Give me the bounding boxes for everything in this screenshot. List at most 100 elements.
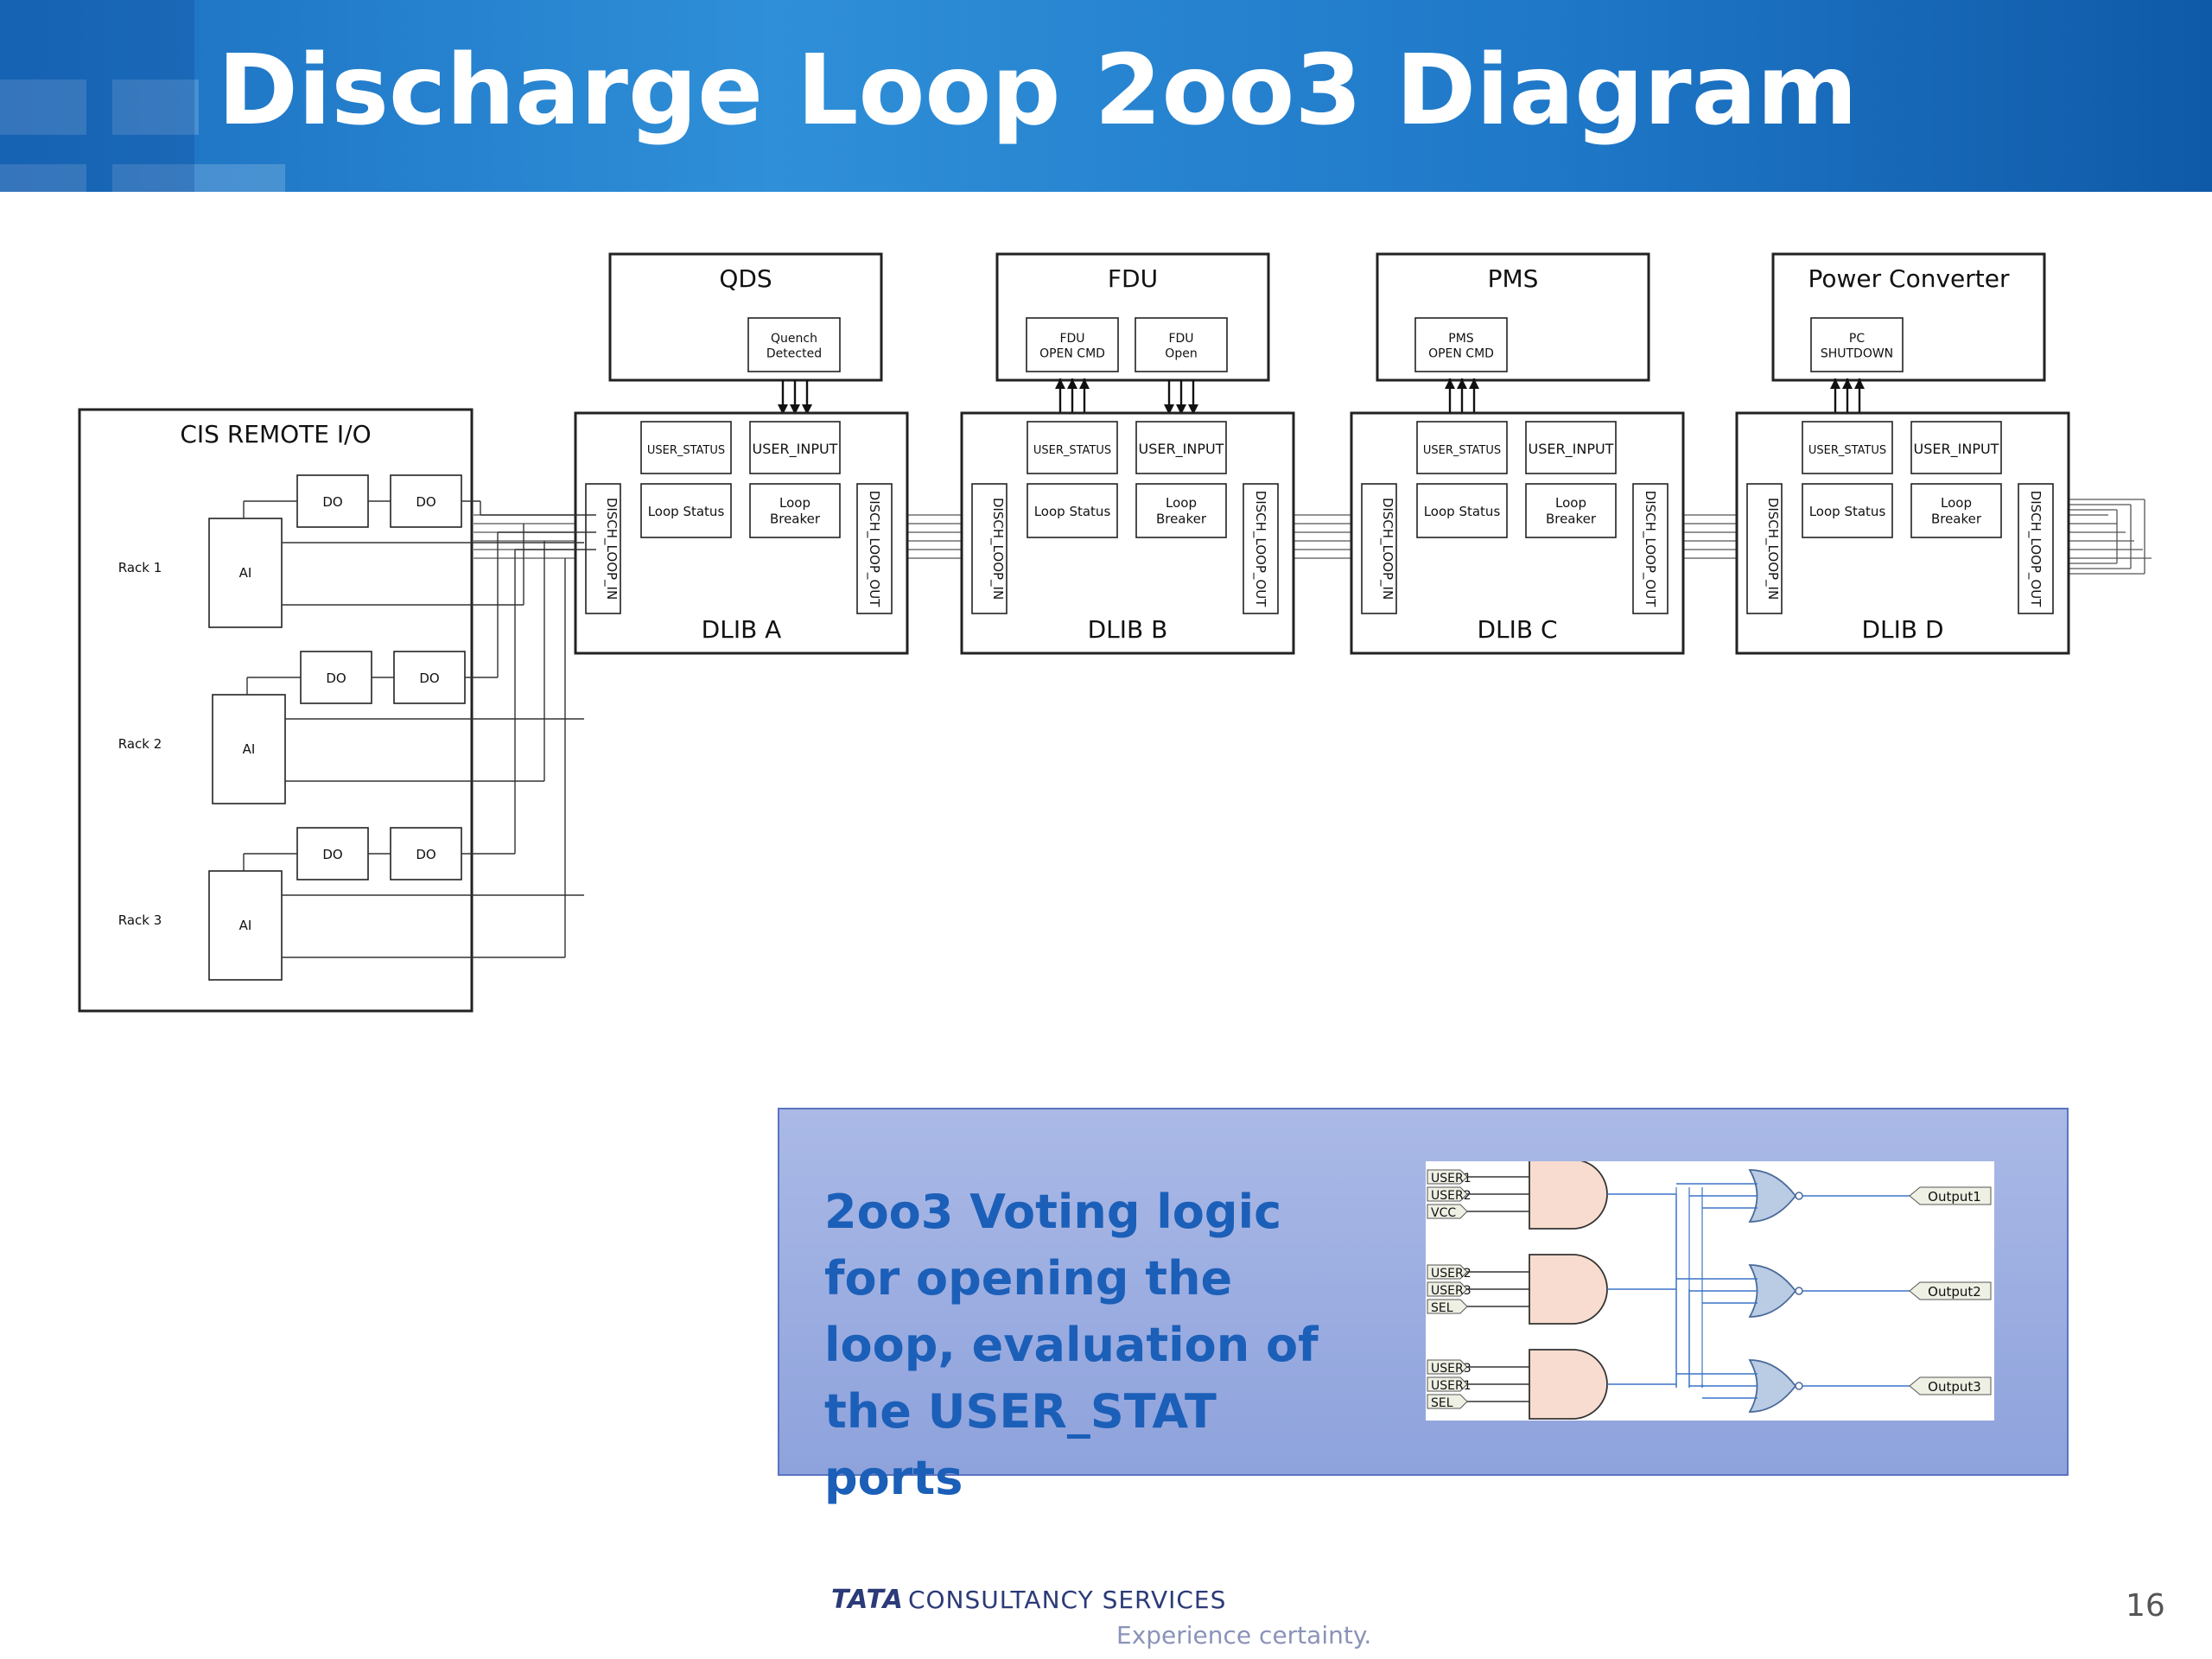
signal-arrow-head	[1079, 378, 1090, 389]
loop-breaker-label: Breaker	[1931, 512, 1982, 527]
loop-breaker-block	[1135, 483, 1227, 538]
rack-2: AI Rack 2 DO DO	[118, 531, 596, 804]
voting-caption: 2oo3 Voting logic for opening the loop, …	[824, 1185, 1319, 1505]
do-block	[393, 651, 466, 704]
dlib-label: DLIB B	[1088, 615, 1168, 644]
input-pin	[1427, 1359, 1468, 1375]
input-pin	[1427, 1394, 1468, 1409]
user-status-label: USER_STATUS	[1423, 444, 1501, 457]
input-label: SEL	[1431, 1301, 1453, 1315]
loop-breaker-label: Loop	[1166, 495, 1197, 511]
user-input-label: USER_INPUT	[753, 441, 838, 458]
user-input-label: USER_INPUT	[1914, 441, 1999, 458]
and-gate	[1529, 1254, 1608, 1325]
system-port-label: OPEN CMD	[1428, 347, 1494, 361]
disch-loop-in-label: DISCH_LOOP_IN	[603, 498, 620, 600]
system-port-block	[747, 317, 841, 372]
dlib-box	[960, 411, 1295, 655]
user-status-label: USER_STATUS	[647, 444, 725, 457]
do-block	[300, 651, 372, 704]
loop-status-label: Loop Status	[1424, 504, 1501, 519]
input-pin	[1427, 1186, 1468, 1202]
loop-status-block	[1416, 483, 1508, 538]
disch-loop-out-label: DISCH_LOOP_OUT	[866, 491, 882, 608]
disch-loop-in-label: DISCH_LOOP_IN	[1379, 498, 1395, 600]
system-port-block	[1026, 317, 1119, 372]
signal-arrow-head	[1445, 378, 1455, 389]
dlib-box	[574, 411, 909, 655]
user-status-block	[1802, 421, 1893, 474]
ai-label: AI	[239, 565, 252, 581]
signal-arrow-head	[1176, 404, 1186, 415]
signal-arrow-head	[1164, 404, 1174, 415]
system-port-block	[1810, 317, 1904, 372]
loop-breaker-label: Loop	[1941, 495, 1972, 511]
banner-tile	[0, 79, 86, 135]
loop-breaker-block	[749, 483, 841, 538]
disch-loop-in-block	[1361, 483, 1397, 614]
input-label: SEL	[1431, 1396, 1453, 1410]
system-port-label: Quench	[771, 332, 817, 346]
input-label: USER3	[1431, 1284, 1471, 1298]
user-input-block	[1135, 421, 1227, 474]
output-pin	[1909, 1376, 1992, 1395]
page-number: 16	[2126, 1588, 2165, 1624]
do-label: DO	[419, 671, 439, 686]
output-pin	[1909, 1186, 1992, 1205]
user-input-label: USER_INPUT	[1529, 441, 1614, 458]
signal-arrow-head	[790, 404, 800, 415]
input-pin	[1427, 1281, 1468, 1297]
system-label: FDU	[1108, 264, 1158, 293]
do-label: DO	[326, 671, 346, 686]
disch-loop-out-block	[856, 483, 893, 614]
user-input-block	[1910, 421, 2002, 474]
disch-loop-out-label: DISCH_LOOP_OUT	[1642, 491, 1658, 608]
system-port-block	[1135, 317, 1228, 372]
ai-block	[212, 694, 286, 804]
dlib-label: DLIB D	[1861, 615, 1943, 644]
and-gate	[1529, 1349, 1608, 1420]
disch-loop-in-label: DISCH_LOOP_IN	[989, 498, 1006, 600]
input-pin	[1427, 1169, 1468, 1185]
or-bubble	[1795, 1382, 1803, 1390]
input-pin	[1427, 1204, 1468, 1219]
loop-status-block	[1802, 483, 1893, 538]
loop-breaker-block	[1525, 483, 1617, 538]
dlib-box	[1735, 411, 2070, 655]
disch-loop-out-block	[2018, 483, 2054, 614]
input-label: USER3	[1431, 1362, 1471, 1376]
signal-arrow-head	[1457, 378, 1467, 389]
banner-tile	[112, 79, 199, 135]
loop-breaker-label: Loop	[1555, 495, 1586, 511]
or-bubble	[1795, 1287, 1803, 1295]
footer-tagline: Experience certainty.	[1116, 1621, 1372, 1649]
disch-loop-out-label: DISCH_LOOP_OUT	[1252, 491, 1268, 608]
rack-label: Rack 2	[118, 736, 162, 752]
do-block	[296, 474, 369, 528]
loop-breaker-label: Loop	[779, 495, 810, 511]
loop-status-label: Loop Status	[648, 504, 725, 519]
disch-loop-in-block	[971, 483, 1007, 614]
input-label: VCC	[1431, 1206, 1456, 1220]
input-label: USER2	[1431, 1267, 1471, 1281]
dlib-label: DLIB C	[1477, 615, 1557, 644]
ai-label: AI	[239, 918, 252, 933]
loop-breaker-label: Breaker	[1156, 512, 1207, 527]
do-label: DO	[322, 494, 342, 510]
do-label: DO	[416, 847, 435, 862]
slide-title: Discharge Loop 2oo3 Diagram	[218, 35, 1858, 147]
input-label: USER1	[1431, 1172, 1471, 1185]
